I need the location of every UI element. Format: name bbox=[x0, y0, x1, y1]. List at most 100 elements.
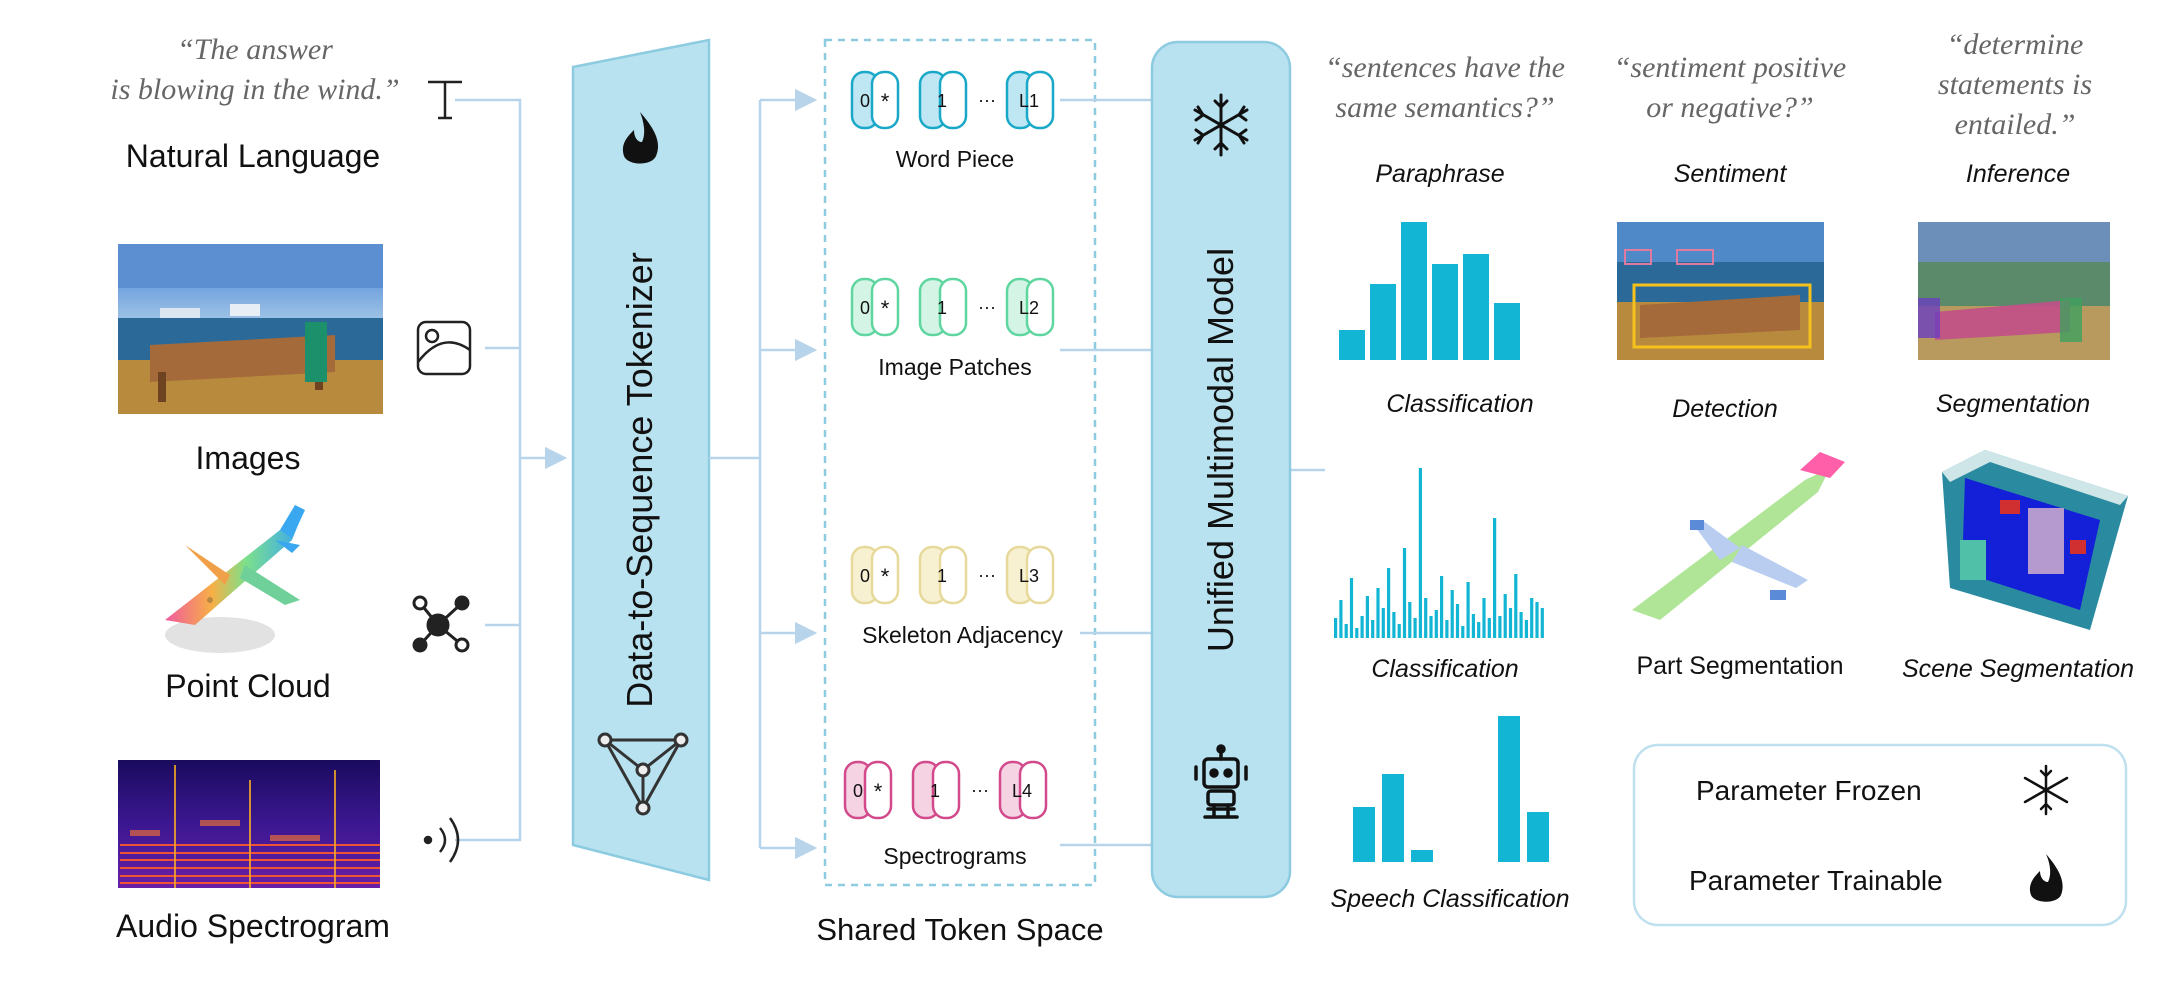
sentiment-quote-line-1: “sentiment positive bbox=[1613, 51, 1847, 84]
spike-bar bbox=[1530, 598, 1534, 638]
token-chip bbox=[870, 277, 900, 337]
token-text: L1 bbox=[1019, 91, 1039, 111]
spike-bar bbox=[1477, 622, 1481, 638]
token-text: L3 bbox=[1019, 566, 1039, 586]
token-text: * bbox=[881, 564, 890, 589]
token-chip bbox=[938, 277, 968, 337]
spike-bar bbox=[1450, 590, 1454, 638]
token-group-label-0: Word Piece bbox=[895, 146, 1015, 172]
unified-model-block bbox=[1150, 40, 1292, 899]
spike-bar bbox=[1524, 620, 1528, 638]
spike-bar bbox=[1344, 624, 1348, 638]
spectrogram-image bbox=[118, 760, 380, 888]
token-text: L4 bbox=[1012, 781, 1032, 801]
token-ellipsis: ··· bbox=[978, 297, 996, 317]
token-chip bbox=[931, 760, 961, 820]
spike-bar bbox=[1434, 610, 1438, 638]
scene-segmentation-room bbox=[1942, 450, 2128, 630]
segmentation-image bbox=[1918, 222, 2110, 360]
point-cloud-airplane bbox=[165, 505, 305, 653]
audio-icon bbox=[423, 817, 460, 863]
spike-bar bbox=[1360, 616, 1364, 638]
bar bbox=[1339, 330, 1365, 360]
paraphrase-quote-line-1: “sentences have the bbox=[1325, 51, 1565, 84]
segmentation-label: Segmentation bbox=[1935, 390, 2091, 418]
spike-bar bbox=[1482, 598, 1486, 638]
token-chip bbox=[863, 760, 893, 820]
bar bbox=[1498, 716, 1520, 862]
token-chip bbox=[870, 545, 900, 605]
bar bbox=[1432, 264, 1458, 360]
token-chip bbox=[938, 70, 968, 130]
paraphrase-bar-chart bbox=[1339, 222, 1520, 360]
legend-frozen-label: Parameter Frozen bbox=[1696, 775, 1922, 806]
speech-classification-label: Speech Classification bbox=[1330, 885, 1570, 913]
token-ellipsis: ··· bbox=[971, 780, 989, 800]
flame-icon bbox=[622, 112, 659, 164]
spike-bar bbox=[1355, 628, 1359, 638]
spike-bar bbox=[1466, 582, 1470, 638]
token-chip bbox=[870, 70, 900, 130]
spike-bar bbox=[1349, 578, 1354, 638]
bar bbox=[1353, 807, 1375, 862]
token-text: 0 bbox=[860, 91, 870, 111]
spike-bar bbox=[1376, 588, 1380, 638]
token-chip bbox=[1018, 760, 1048, 820]
shared-token-space-box bbox=[823, 38, 1097, 887]
token-text: 0 bbox=[860, 566, 870, 586]
snowflake-icon bbox=[1193, 93, 1249, 157]
spike-bar bbox=[1455, 604, 1460, 638]
spike-bar bbox=[1413, 618, 1417, 638]
natural-language-label: Natural Language bbox=[125, 138, 381, 174]
input-connectors bbox=[455, 98, 568, 842]
audio-spectrogram-label: Audio Spectrogram bbox=[116, 908, 390, 944]
paraphrase-quote: “sentences have the same semantics?” bbox=[1300, 48, 1590, 128]
bar bbox=[1382, 774, 1404, 862]
spike-bar bbox=[1397, 624, 1401, 638]
inference-label: Inference bbox=[1965, 160, 2071, 188]
token-chip bbox=[1025, 545, 1055, 605]
shared-token-space-label: Shared Token Space bbox=[816, 912, 1104, 947]
token-text: 0 bbox=[860, 298, 870, 318]
spike-bar bbox=[1508, 608, 1513, 638]
spike-bar bbox=[1402, 548, 1407, 638]
detection-label: Detection bbox=[1672, 395, 1778, 423]
graph-node-icon bbox=[412, 595, 470, 653]
inference-quote-line-2: statements is bbox=[1937, 68, 2093, 101]
tokenizer-label: Data-to-Sequence Tokenizer bbox=[619, 252, 660, 708]
detection-image bbox=[1617, 222, 1824, 360]
classification-label-1: Classification bbox=[1386, 390, 1534, 418]
inference-quote-line-1: “determine bbox=[1946, 28, 2084, 61]
token-connectors bbox=[709, 88, 818, 860]
token-ellipsis: ··· bbox=[978, 565, 996, 585]
sentiment-quote: “sentiment positive or negative?” bbox=[1600, 48, 1860, 128]
spike-bar bbox=[1519, 612, 1523, 638]
token-group-label-3: Spectrograms bbox=[883, 843, 1027, 869]
robot-icon bbox=[1194, 744, 1248, 819]
images-label: Images bbox=[195, 440, 301, 476]
token-chip bbox=[938, 545, 968, 605]
spike-bar bbox=[1424, 598, 1428, 638]
spike-bar bbox=[1445, 620, 1449, 638]
graph-icon bbox=[597, 732, 689, 816]
text-input-quote: “The answer is blowing in the wind.” bbox=[100, 30, 410, 110]
model-connectors bbox=[1060, 98, 1325, 847]
spike-bar bbox=[1339, 600, 1343, 638]
token-text: 1 bbox=[937, 298, 947, 318]
part-segmentation-label: Part Segmentation bbox=[1636, 652, 1844, 680]
bar bbox=[1370, 284, 1396, 360]
legend-box bbox=[1632, 743, 2128, 927]
sentiment-label: Sentiment bbox=[1673, 160, 1787, 188]
paraphrase-label: Paraphrase bbox=[1375, 160, 1505, 188]
sentiment-quote-line-2: or negative?” bbox=[1646, 91, 1814, 124]
inference-quote-line-3: entailed.” bbox=[1954, 108, 2076, 141]
model-label: Unified Multimodal Model bbox=[1200, 247, 1241, 653]
token-group-label-1: Image Patches bbox=[878, 354, 1032, 380]
token-text: * bbox=[874, 779, 883, 804]
